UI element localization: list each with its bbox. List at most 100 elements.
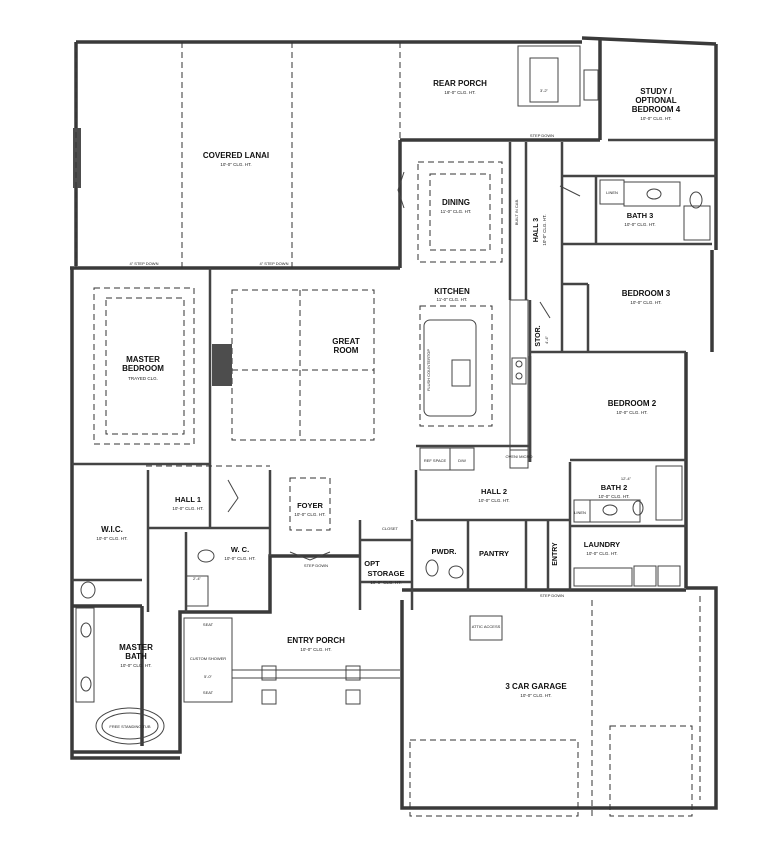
kitchen-island	[423, 319, 477, 417]
seat-note-1: SEAT	[203, 622, 214, 627]
washer	[633, 565, 657, 587]
pwdr-sink-icon	[448, 565, 464, 579]
master-bath-dims: 10'-0" CLG. HT.	[120, 663, 151, 668]
master-bath-label-1: MASTER	[119, 643, 153, 652]
master-toilet-icon	[80, 581, 96, 599]
study-label-3: BEDROOM 4	[632, 105, 681, 114]
lanai-fireplace	[73, 128, 81, 188]
seat-note-2: SEAT	[203, 690, 214, 695]
front-door	[289, 551, 331, 561]
foyer-label: FOYER	[297, 501, 323, 510]
opt-storage-dims: 10'-0" CLG. HT.	[370, 580, 401, 585]
tub-note: FREE STANDING TUB	[109, 724, 151, 729]
hall1-door	[227, 479, 239, 513]
master-bedroom-label-1: MASTER	[126, 355, 160, 364]
kitchen-sink-icon	[451, 359, 471, 387]
bath2-label: BATH 2	[601, 483, 628, 492]
bath3-toilet-icon	[689, 191, 703, 209]
entry-label: ENTRY	[552, 542, 559, 566]
dw-note: D/W	[458, 458, 466, 463]
linen-closet	[185, 575, 209, 607]
master-bath-label-2: BATH	[125, 652, 147, 661]
porch-column	[261, 689, 277, 705]
dashed-lines	[75, 42, 701, 817]
flush-countertop-note: FLUSH COUNTERTOP	[426, 349, 431, 391]
wic-dims: 10'-0" CLG. HT.	[96, 536, 127, 541]
entry-porch-label: ENTRY PORCH	[287, 636, 345, 645]
garage-dims: 10'-0" CLG. HT.	[520, 693, 551, 698]
attic-access-note: ATTIC ACCESS	[472, 624, 501, 629]
dryer	[657, 565, 681, 587]
pwdr-label: PWDR.	[432, 547, 457, 556]
bath3-label: BATH 3	[627, 211, 654, 220]
entry-porch-dims: 10'-0" CLG. HT.	[300, 647, 331, 652]
master-vanity	[75, 607, 95, 703]
built-in-cab-note: BUILT IN CAB.	[514, 199, 519, 226]
hall2-dims: 10'-0" CLG. HT.	[478, 498, 509, 503]
dining-label: DINING	[442, 198, 470, 207]
pwdr-toilet-icon	[425, 559, 439, 577]
kitchen-label: KITCHEN	[434, 287, 470, 296]
master-bedroom-label-2: BEDROOM	[122, 364, 164, 373]
bedroom3-dims: 10'-0" CLG. HT.	[630, 300, 661, 305]
dim-3-2: 3'-2"	[540, 88, 549, 93]
covered-lanai-label: COVERED LANAI	[203, 151, 269, 160]
garage-label: 3 CAR GARAGE	[505, 682, 567, 691]
bedroom2-dims: 10'-0" CLG. HT.	[616, 410, 647, 415]
opt-storage-label-2: STORAGE	[368, 569, 405, 578]
plan-notes: 4" STEP DOWN 4" STEP DOWN STEP DOWN STEP…	[109, 88, 631, 729]
bath3-dims: 10'-0" CLG. HT.	[624, 222, 655, 227]
study-dims: 10'-0" CLG. HT.	[640, 116, 671, 121]
kitchen-counter	[509, 299, 529, 451]
stor-label: STOR.	[535, 325, 542, 346]
bath3-sink-icon	[646, 188, 662, 200]
hall3-door	[559, 185, 581, 197]
lanai-door	[397, 171, 405, 209]
bath2-tub	[655, 465, 683, 521]
great-room-label-1: GREAT	[332, 337, 360, 346]
foyer-dims: 10'-0" CLG. HT.	[294, 512, 325, 517]
porch-column	[261, 665, 277, 681]
laundry-dims: 10'-0" CLG. HT.	[586, 551, 617, 556]
wc-label: W. C.	[231, 545, 249, 554]
hall1-label: HALL 1	[175, 495, 201, 504]
hall3-label: HALL 3	[533, 218, 540, 242]
room-labels: REAR PORCH 18'-0" CLG. HT. COVERED LANAI…	[96, 79, 680, 698]
stor-door	[539, 301, 551, 319]
bath2-toilet-icon	[632, 500, 644, 516]
fixtures	[75, 45, 711, 745]
study-label-2: OPTIONAL	[635, 96, 676, 105]
step-down-note-foyer: STEP DOWN	[304, 563, 328, 568]
dim-12-4: 12'-4"	[621, 476, 632, 481]
rear-porch-label: REAR PORCH	[433, 79, 487, 88]
outdoor-kitchen	[517, 45, 581, 107]
bath2-sink-icon	[602, 504, 618, 516]
outdoor-cabinet	[583, 69, 599, 101]
dim-5-0: 5'-0"	[204, 674, 213, 679]
bath2-vanity	[589, 499, 641, 523]
master-bedroom-dims: TRAYED CLG.	[128, 376, 158, 381]
hall2-label: HALL 2	[481, 487, 507, 496]
porch-column	[345, 665, 361, 681]
great-room-fireplace	[212, 344, 232, 386]
ref-space-note: REF SPACE	[424, 458, 447, 463]
laundry-label: LAUNDRY	[584, 540, 620, 549]
oven-micro-note: OVEN/ MICRO	[506, 454, 533, 459]
exterior-walls	[70, 36, 718, 810]
pantry-label: PANTRY	[479, 549, 509, 558]
bath3-tub	[683, 205, 711, 241]
bath3-vanity	[623, 181, 681, 207]
wc-toilet-icon	[197, 549, 215, 563]
porch-column	[345, 689, 361, 705]
custom-shower-note: CUSTOM SHOWER	[190, 656, 226, 661]
outdoor-grill	[529, 57, 559, 103]
bedroom2-label: BEDROOM 2	[608, 399, 657, 408]
bath3-linen-note: LINEN	[606, 190, 618, 195]
dining-dims: 11'-0" CLG. HT.	[441, 209, 472, 214]
custom-shower	[183, 617, 233, 703]
tub-icon	[95, 707, 165, 745]
bedroom3-label: BEDROOM 3	[622, 289, 671, 298]
great-room-label-2: ROOM	[334, 346, 359, 355]
cooktop-icon	[511, 357, 527, 385]
